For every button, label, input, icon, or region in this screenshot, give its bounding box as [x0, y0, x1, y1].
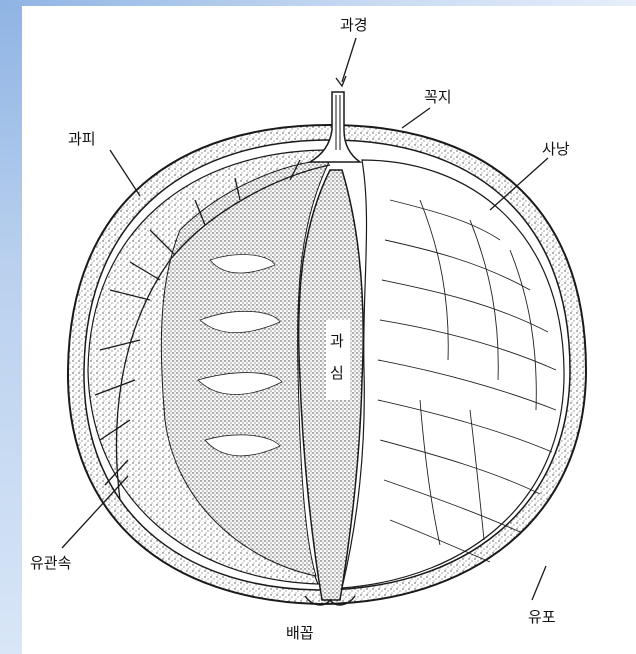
label-juice-sac: 사낭 [542, 138, 570, 159]
label-peel: 과피 [68, 128, 96, 149]
label-core-part2: 심 [330, 362, 344, 383]
label-navel: 배꼽 [286, 622, 314, 643]
label-core-part1: 과 [330, 330, 344, 351]
label-calyx: 꼭지 [424, 86, 452, 107]
label-segment-membrane: 유포 [528, 606, 556, 627]
label-vascular-bundle: 유관속 [30, 552, 71, 573]
label-stalk: 과경 [340, 14, 368, 35]
